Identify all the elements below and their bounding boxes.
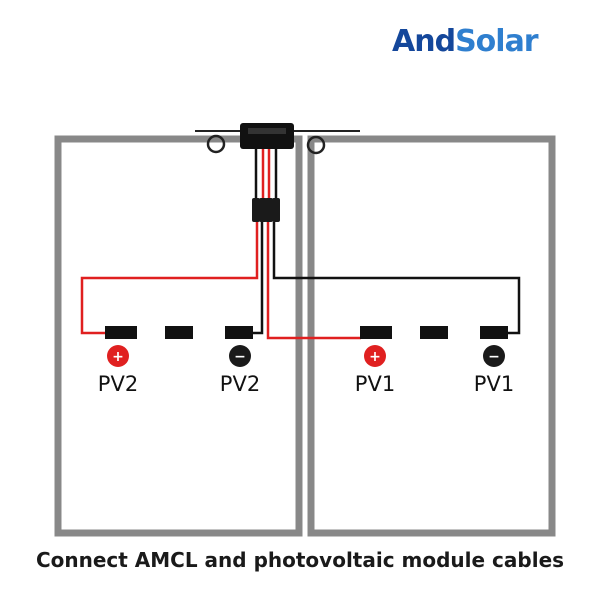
- pv1-positive-terminal: [360, 326, 392, 339]
- pv1-panel-frame: [307, 135, 556, 537]
- pv2-panel-frame: [54, 135, 303, 537]
- cable-coil-left: [206, 134, 226, 154]
- pv2-positive-symbol-icon: +: [107, 345, 129, 367]
- pv1-positive-sign: +: [369, 349, 381, 365]
- pv1-negative-terminal: [480, 326, 508, 339]
- brand-logo: AndSolar: [392, 22, 539, 62]
- junction-box: [240, 123, 294, 149]
- pv1-negative-sign: −: [488, 349, 500, 365]
- pv1-positive-symbol-icon: +: [364, 345, 386, 367]
- pv1-negative-symbol-icon: −: [483, 345, 505, 367]
- pv2-positive-sign: +: [112, 349, 124, 365]
- pv2-negative-cable: [252, 222, 264, 335]
- pv2-middle-terminal: [165, 326, 193, 339]
- pv2-negative-sign: −: [234, 349, 246, 365]
- junction-box-label-plate: [248, 128, 286, 134]
- pv1-positive-cable: [266, 222, 361, 340]
- pv2-negative-terminal: [225, 326, 253, 339]
- pv2-positive-label: PV2: [98, 372, 138, 396]
- pv2-negative-label: PV2: [220, 372, 260, 396]
- cable-coil-right: [306, 135, 326, 155]
- pv1-negative-label: PV1: [474, 372, 514, 396]
- logo-text-solar: Solar: [455, 24, 539, 59]
- pv1-positive-label: PV1: [355, 372, 395, 396]
- pv2-positive-terminal: [105, 326, 137, 339]
- mc4-connector-1: [252, 198, 260, 222]
- mc4-connector-3: [265, 198, 273, 222]
- diagram-caption: Connect AMCL and photovoltaic module cab…: [35, 548, 565, 572]
- pv2-positive-cable: [80, 222, 259, 335]
- pv1-negative-cable: [272, 222, 521, 335]
- pv1-middle-terminal: [420, 326, 448, 339]
- pv2-negative-symbol-icon: −: [229, 345, 251, 367]
- mc4-connector-4: [272, 198, 280, 222]
- logo-text-and: And: [392, 24, 456, 59]
